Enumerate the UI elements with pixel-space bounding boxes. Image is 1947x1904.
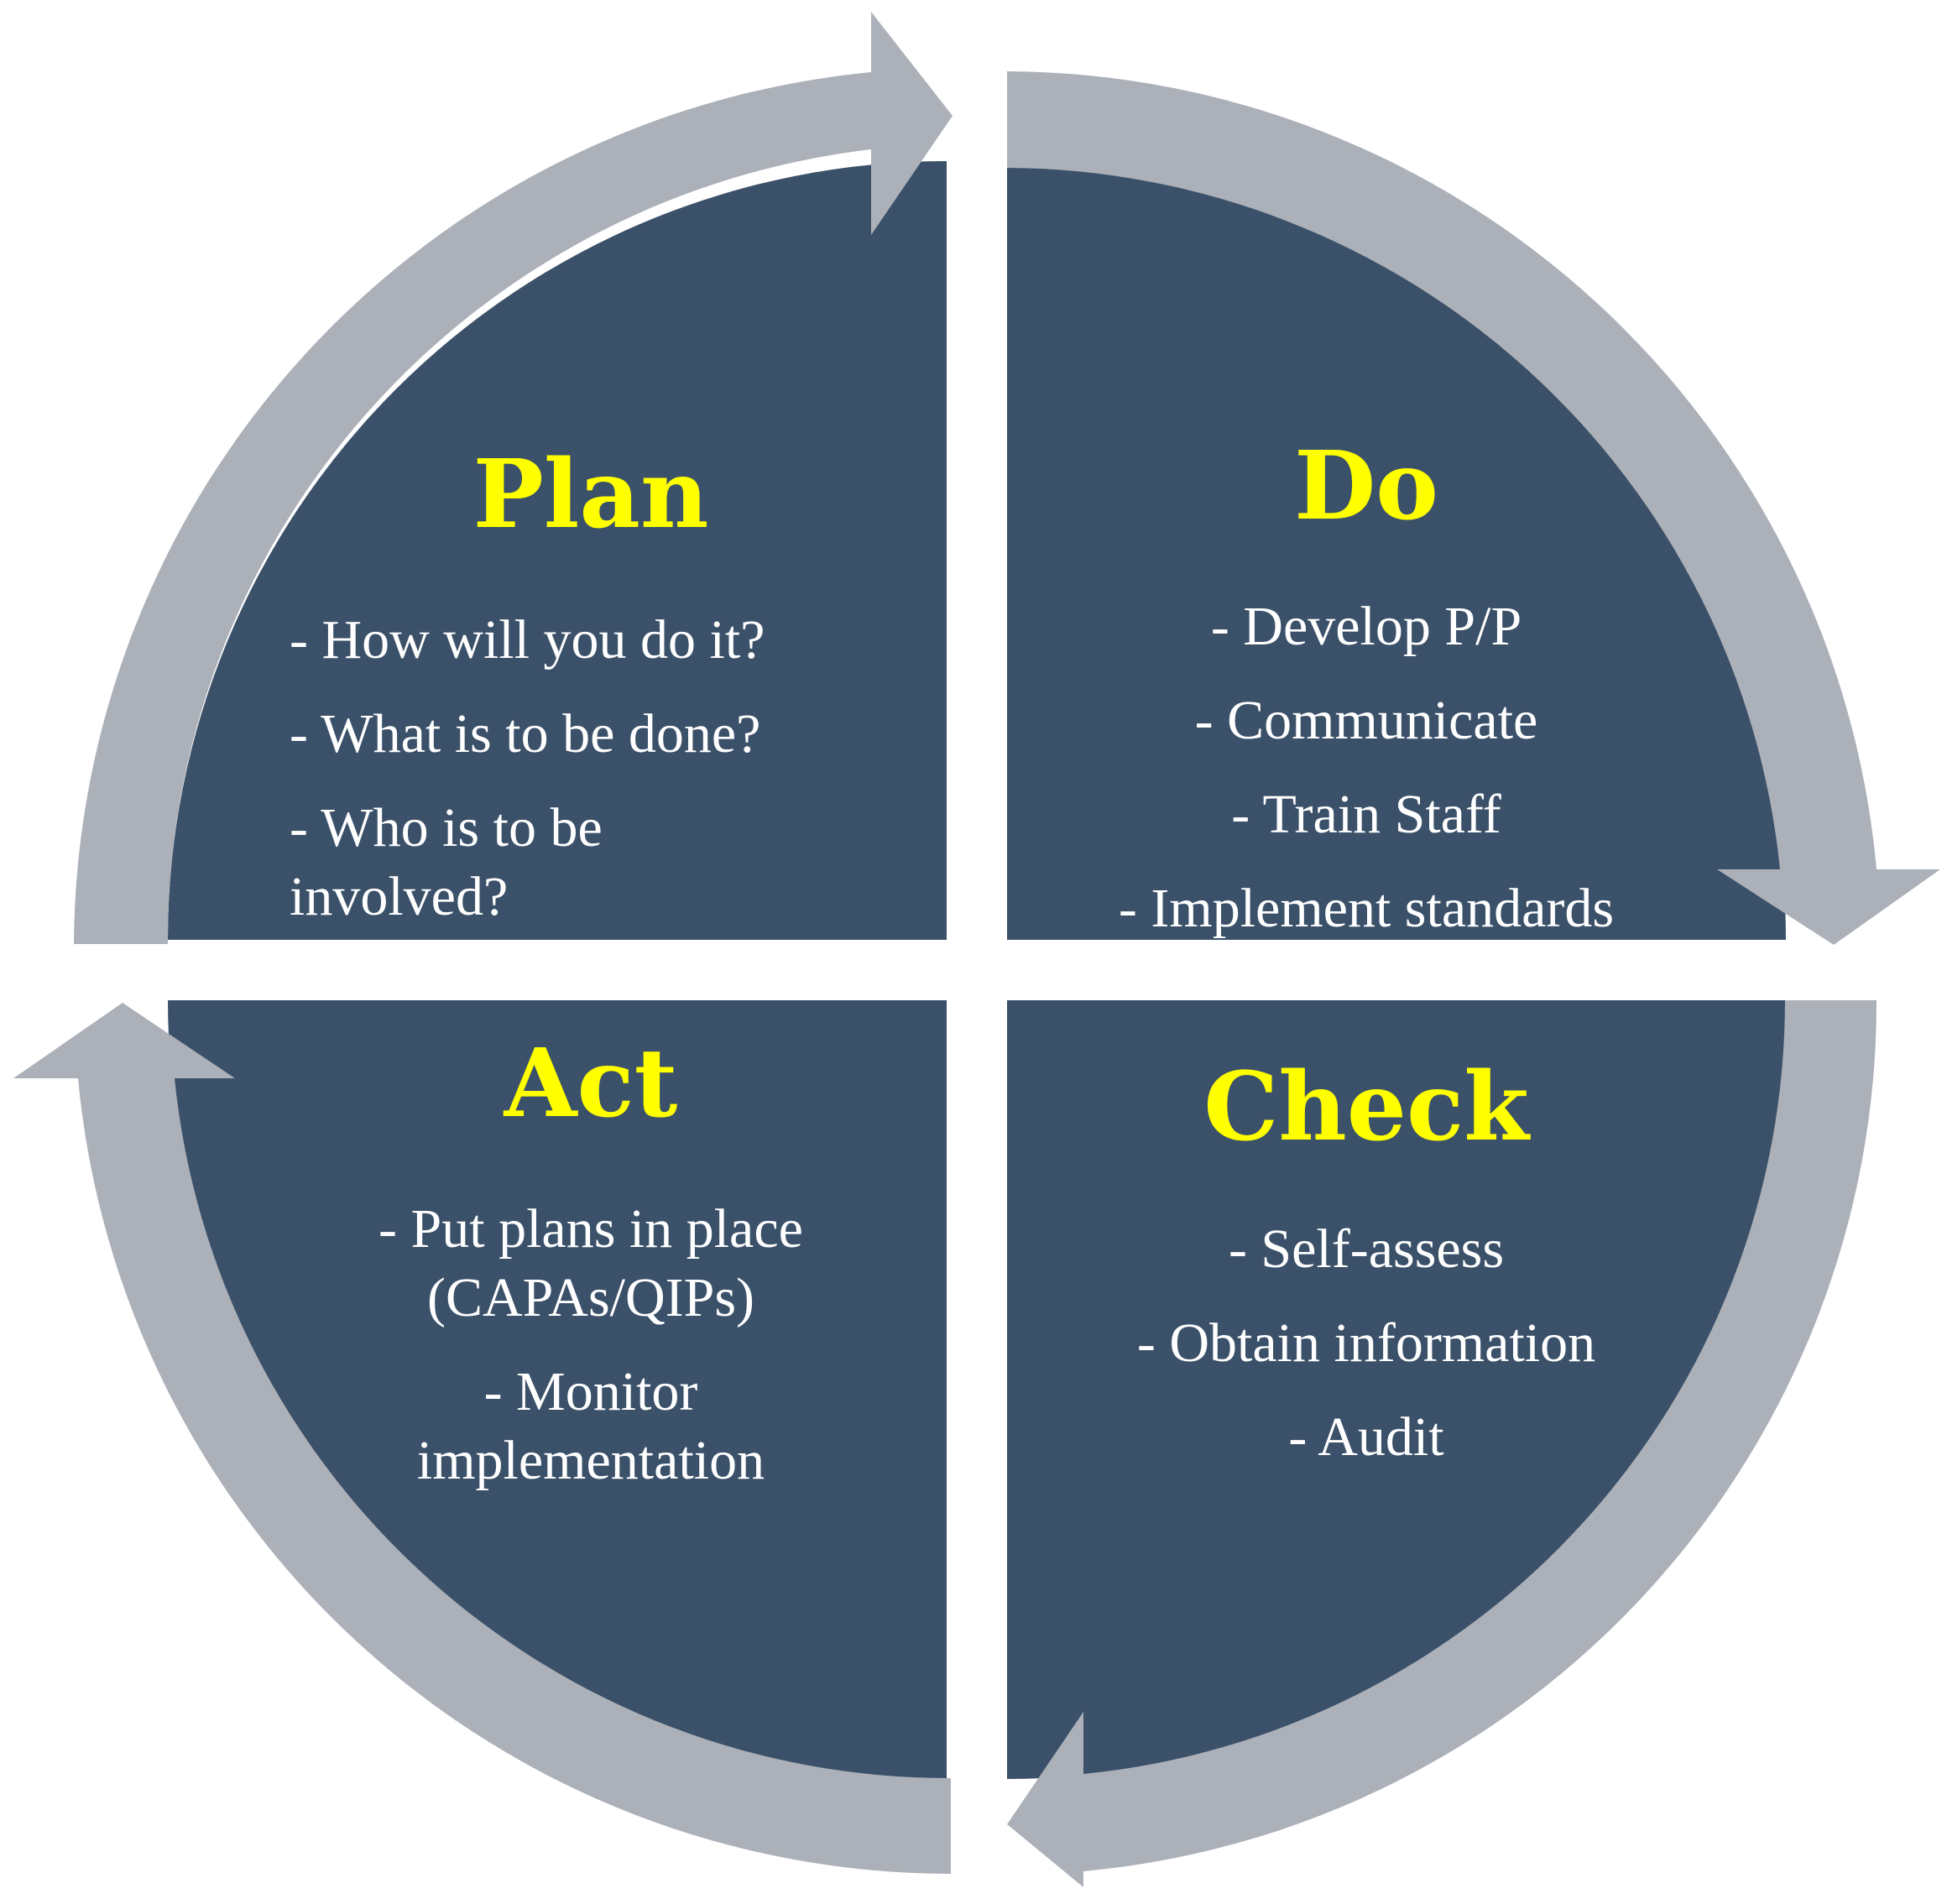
do-title: Do [1294,431,1438,541]
do-to-check-arrow [1007,71,1940,945]
plan-item-2: - What is to be done? [290,703,760,764]
check-item-2: - Obtain information [1137,1312,1595,1374]
act-quadrant [168,1000,947,1779]
plan-item-1: - How will you do it? [290,609,765,670]
check-item-3: - Audit [1288,1406,1443,1468]
act-title: Act [504,1029,678,1139]
do-item-2: - Communicate [1195,690,1538,751]
check-title: Check [1203,1052,1531,1162]
check-quadrant [1007,1000,1786,1779]
act-item-1: - Put plans in place [378,1198,803,1260]
check-to-act-arrow [1007,1000,1877,1887]
do-item-3: - Train Staff [1231,784,1501,845]
act-item-1-cont: (CAPAs/QIPs) [427,1267,754,1328]
act-item-2: - Monitor [484,1361,698,1422]
plan-item-3-cont: involved? [290,866,508,927]
do-item-4: - Implement standards [1119,878,1614,939]
plan-item-3: - Who is to be [290,797,603,858]
do-quadrant [1007,161,1786,940]
plan-quadrant [168,161,947,940]
check-item-1: - Self-assess [1229,1218,1504,1280]
do-item-1: - Develop P/P [1211,596,1522,657]
act-item-2-cont: implementation [417,1430,765,1491]
act-to-plan-arrow [13,1003,951,1874]
plan-title: Plan [473,440,709,550]
plan-to-do-arrow [74,12,953,944]
